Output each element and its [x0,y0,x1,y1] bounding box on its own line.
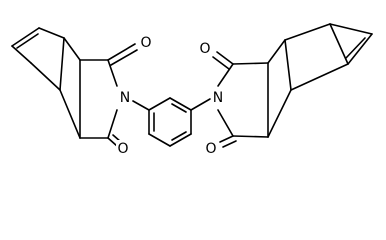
right-norbornene-bicycle [267,23,373,138]
atom-label-o-left-top: O [139,34,153,52]
nitrogen-label: N [213,90,223,106]
right-imide-unit [212,51,269,148]
oxygen-label: O [205,141,216,157]
nitrogen-label: N [120,90,130,106]
central-benzene-ring [148,97,192,147]
chemical-structure-diagram: N N O O O O [11,23,373,158]
oxygen-label: O [117,141,128,157]
oxygen-label: O [199,41,210,57]
oxygen-label: O [140,35,151,51]
left-norbornene-bicycle [11,27,81,139]
atom-label-o-left-bottom: O [116,140,130,158]
atom-label-n-left: N [118,89,132,107]
left-imide-unit [79,43,138,147]
atom-label-o-right-top: O [198,40,212,58]
bond-ring-to-right-nitrogen [190,98,211,111]
bond-ring-to-left-nitrogen [132,100,150,111]
atom-label-n-right: N [211,89,225,107]
atom-label-o-right-bottom: O [204,140,218,158]
